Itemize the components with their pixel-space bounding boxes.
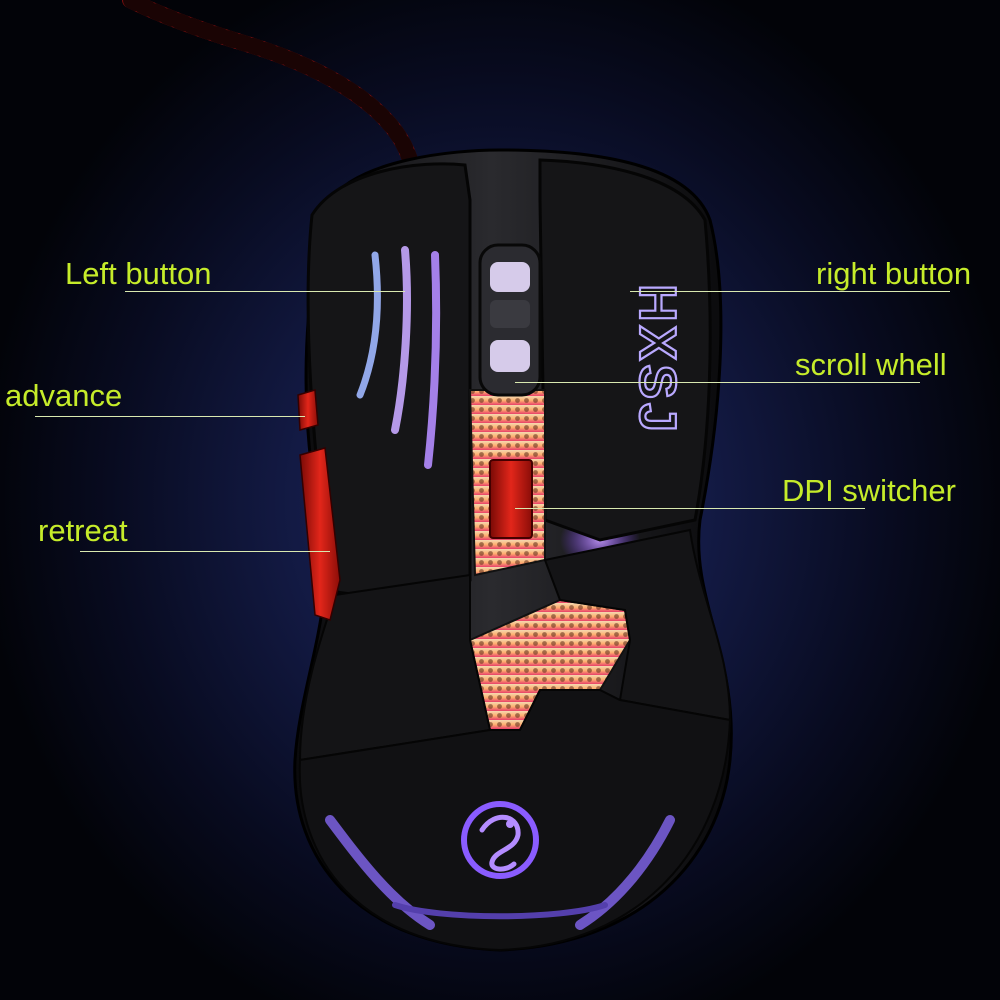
scroll-wheel-label: scroll whell — [795, 347, 947, 382]
bottom-brush-lights — [325, 815, 675, 930]
svg-text:HXSJ: HXSJ — [628, 284, 686, 436]
retreat-side-button — [299, 447, 341, 621]
retreat-label: retreat — [38, 513, 128, 548]
brand-logo: HXSJ — [627, 283, 687, 437]
dpi-switcher-leader-line — [515, 508, 865, 509]
dragon-emblem-icon — [461, 801, 539, 879]
left-button-label: Left button — [65, 256, 212, 291]
dpi-switcher-button — [489, 459, 533, 539]
right-button-shell — [538, 158, 712, 542]
scroll-wheel-leader-line — [515, 382, 920, 383]
advance-leader-line — [35, 416, 305, 417]
right-button-leader-line — [630, 291, 950, 292]
dpi-switcher-label: DPI switcher — [782, 473, 956, 508]
advance-side-button — [297, 389, 319, 431]
retreat-leader-line — [80, 551, 330, 552]
advance-label: advance — [5, 378, 123, 413]
claw-scratch-lights — [356, 246, 441, 469]
left-button-leader-line — [125, 291, 405, 292]
right-button-label: right button — [816, 256, 972, 291]
